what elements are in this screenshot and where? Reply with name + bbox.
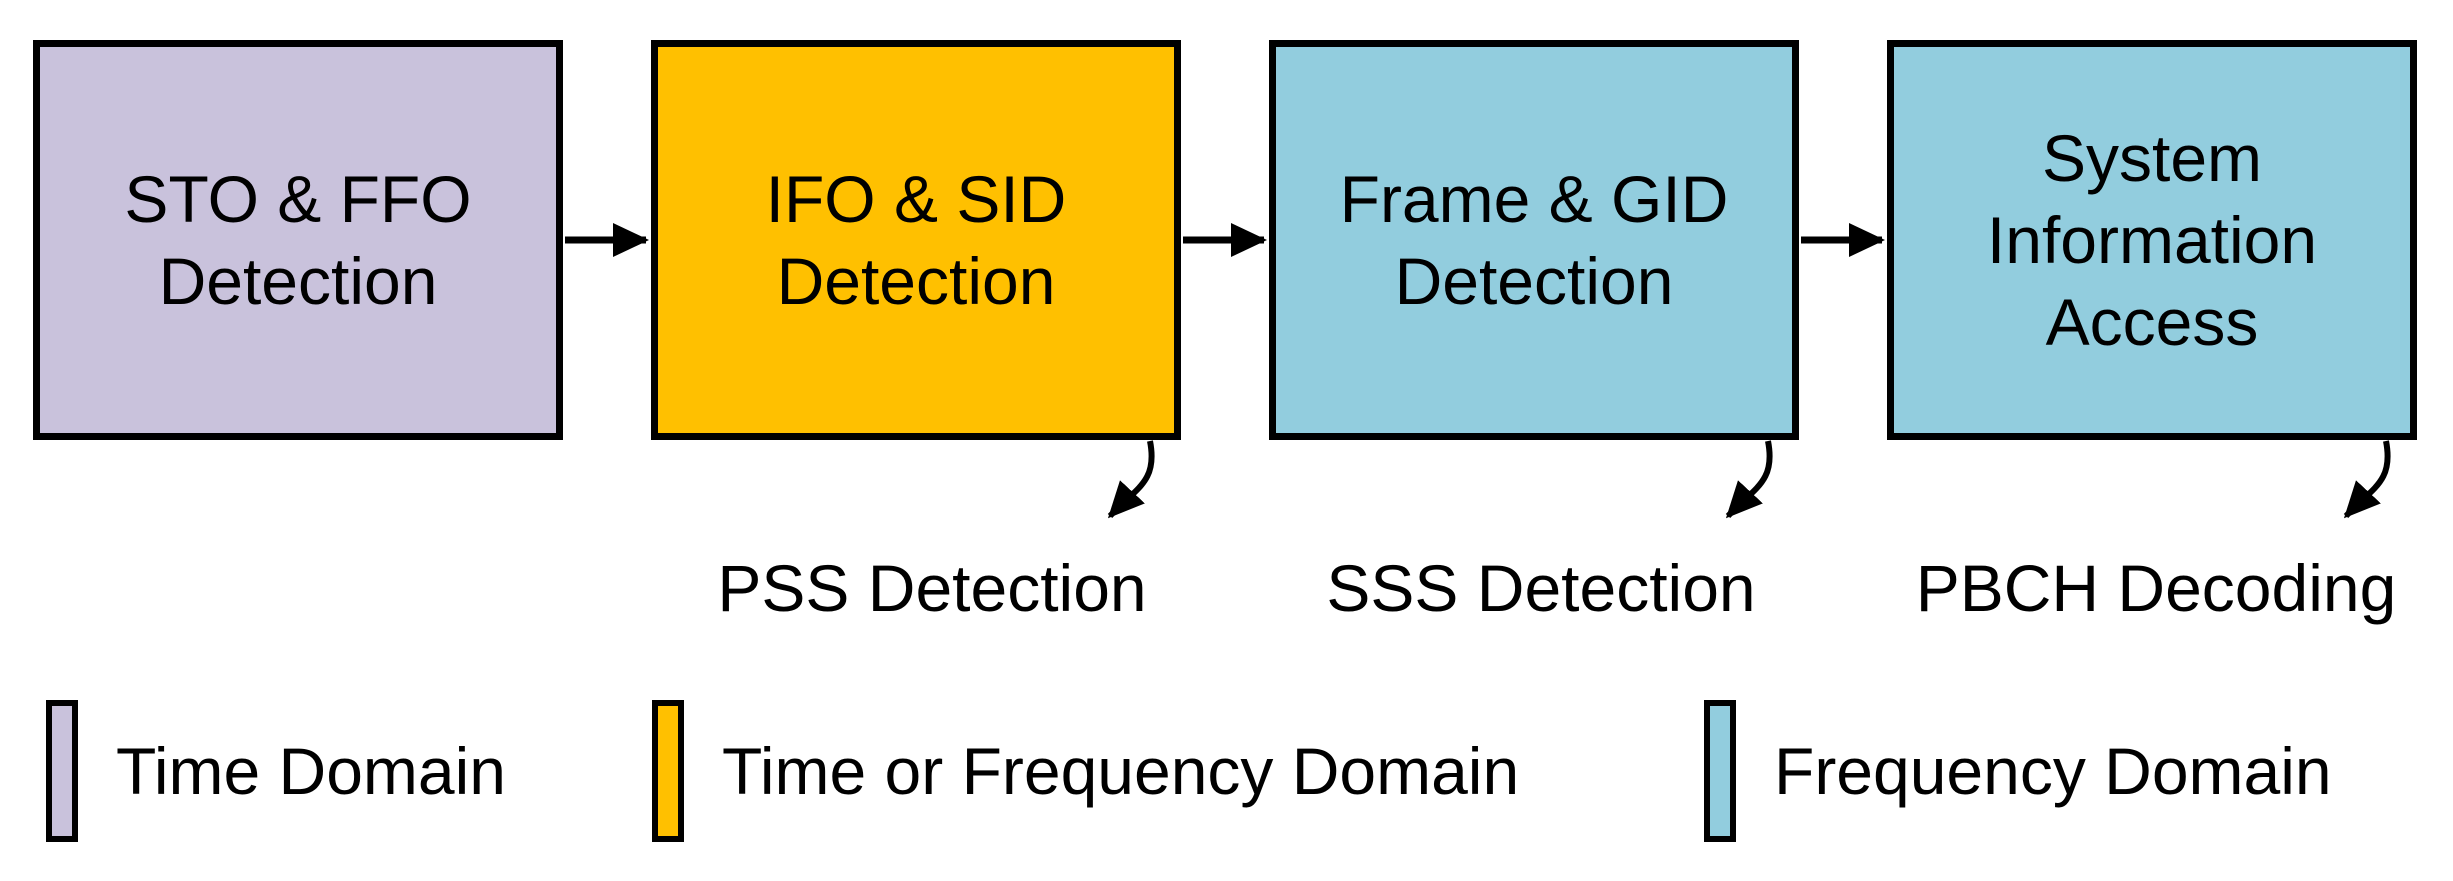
flow-arrow-icon — [565, 223, 649, 257]
box-label-line: Frame & GID — [1339, 162, 1729, 236]
flow-arrow-icon — [1801, 223, 1885, 257]
box-system-information-access: System Information Access — [1887, 40, 2417, 440]
box-label-line: Access — [2045, 285, 2259, 359]
legend-swatch — [652, 700, 684, 842]
box-label-line: Detection — [158, 244, 438, 318]
box-label-line: Detection — [1394, 244, 1674, 318]
sub-label-pss-detection: PSS Detection — [717, 551, 1147, 625]
box-label-line: System — [2041, 121, 2263, 195]
legend-swatch — [46, 700, 78, 842]
legend-item-time-domain: Time Domain — [46, 700, 506, 842]
legend-label: Time or Frequency Domain — [722, 734, 1520, 808]
callout-arrow-icon — [1107, 440, 1155, 519]
box-label-line: Information — [1986, 203, 2318, 277]
flow-arrow-icon — [1183, 223, 1267, 257]
sub-label-sss-detection: SSS Detection — [1326, 551, 1756, 625]
box-label-line: IFO & SID — [765, 162, 1067, 236]
box-frame-gid-detection: Frame & GID Detection — [1269, 40, 1799, 440]
legend-item-frequency-domain: Frequency Domain — [1704, 700, 2332, 842]
box-ifo-sid-detection: IFO & SID Detection — [651, 40, 1181, 440]
legend-label: Frequency Domain — [1774, 734, 2332, 808]
callout-arrow-icon — [2343, 440, 2391, 519]
legend-swatch — [1704, 700, 1736, 842]
box-label-line: STO & FFO — [124, 162, 472, 236]
box-label-line: Detection — [776, 244, 1056, 318]
legend-label: Time Domain — [116, 734, 506, 808]
callout-arrow-icon — [1725, 440, 1773, 519]
sub-label-pbch-decoding: PBCH Decoding — [1915, 551, 2397, 625]
box-sto-ffo-detection: STO & FFO Detection — [33, 40, 563, 440]
legend-item-time-or-frequency-domain: Time or Frequency Domain — [652, 700, 1519, 842]
